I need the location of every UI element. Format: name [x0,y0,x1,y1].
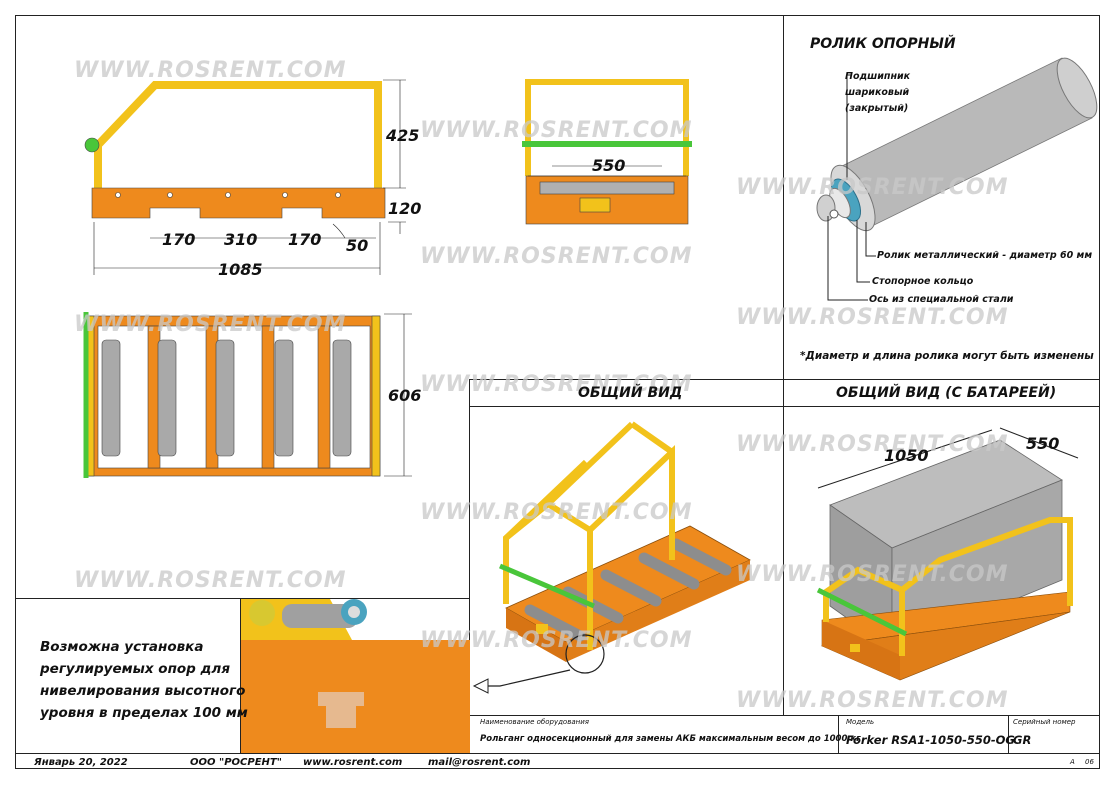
battery-view-title: ОБЩИЙ ВИД (С БАТАРЕЕЙ) [836,385,1057,401]
dim-gap-170-left: 170 [162,230,196,249]
serial-header: Серийный номер [1013,718,1076,726]
views-middle-divider [783,379,784,715]
note-box-divider [240,598,241,753]
title-block-bottom [15,753,1100,754]
serial-value: GR [1013,733,1032,747]
roller-panel-title: РОЛИК ОПОРНЫЙ [810,36,956,52]
footer-email[interactable]: mail@rosrent.com [428,757,531,768]
bearing-label-line3: (закрытый) [845,103,909,114]
general-view [472,421,751,694]
roller-detail [816,57,1098,301]
title-block-top [469,715,1100,716]
watermark: WWW.ROSRENT.COM [74,312,347,337]
watermark: WWW.ROSRENT.COM [420,118,693,143]
views-top-border [469,379,1100,380]
roller-callout-diameter: Ролик металлический - диаметр 60 мм [877,250,1093,261]
title-block-sep-2 [1008,715,1009,753]
dim-gap-310: 310 [224,230,258,249]
watermark: WWW.ROSRENT.COM [420,628,693,653]
footer-date: Январь 20, 2022 [34,757,128,768]
leveling-note-line1: Возможна установка [40,639,204,655]
watermark: WWW.ROSRENT.COM [736,688,1009,713]
dim-width-606: 606 [388,386,422,405]
dim-height-120: 120 [388,199,422,218]
equipment-name-header: Наименование оборудования [480,718,589,726]
roller-note: *Диаметр и длина ролика могут быть измен… [800,350,1094,362]
views-left-border [469,379,470,715]
footer-company: ООО "РОСРЕНТ" [190,757,282,768]
leveling-detail [241,599,470,753]
sheet-number: 06 [1085,758,1094,766]
model-header: Модель [846,718,875,726]
dim-battery-550: 550 [1026,434,1060,453]
watermark: WWW.ROSRENT.COM [420,500,693,525]
front-view [522,79,692,225]
note-box-top [15,598,470,599]
general-view-title: ОБЩИЙ ВИД [578,385,683,401]
title-block-sep-1 [838,715,839,753]
dim-clearance-50: 50 [346,236,369,255]
dim-gap-170-right: 170 [288,230,322,249]
dim-width-550: 550 [592,156,626,175]
leveling-note-line2: регулируемых опор для [40,661,230,677]
watermark: WWW.ROSRENT.COM [736,432,1009,457]
side-view [84,79,406,275]
leveling-note-line3: нивелирования высотного [40,683,246,699]
drawing-frame [15,15,1100,769]
leveling-note-line4: уровня в пределах 100 мм [40,705,248,721]
roller-callout-axle: Ось из специальной стали [869,294,1014,305]
watermark: WWW.ROSRENT.COM [74,58,347,83]
views-header-divider [469,406,1100,407]
watermark: WWW.ROSRENT.COM [736,562,1009,587]
bearing-label-line2: шариковый [845,87,910,98]
bearing-label-line1: Подшипник [845,71,911,82]
watermark: WWW.ROSRENT.COM [420,372,693,397]
battery-view [816,427,1079,681]
watermark: WWW.ROSRENT.COM [736,175,1009,200]
model-value: Forker RSA1-1050-550-OG [846,733,1015,747]
watermark: WWW.ROSRENT.COM [74,568,347,593]
watermark: WWW.ROSRENT.COM [420,244,693,269]
footer-website[interactable]: www.rosrent.com [303,757,403,768]
top-view [83,165,662,478]
watermark: WWW.ROSRENT.COM [736,305,1009,330]
equipment-name-value: Рольганг односекционный для замены АКБ м… [480,734,861,744]
roller-panel-divider [783,15,784,379]
dim-height-425: 425 [386,126,420,145]
dim-battery-1050: 1050 [884,446,929,465]
dim-length-1085: 1085 [218,260,263,279]
sheet-format: А [1070,758,1075,766]
roller-callout-ring: Стопорное кольцо [872,276,974,287]
